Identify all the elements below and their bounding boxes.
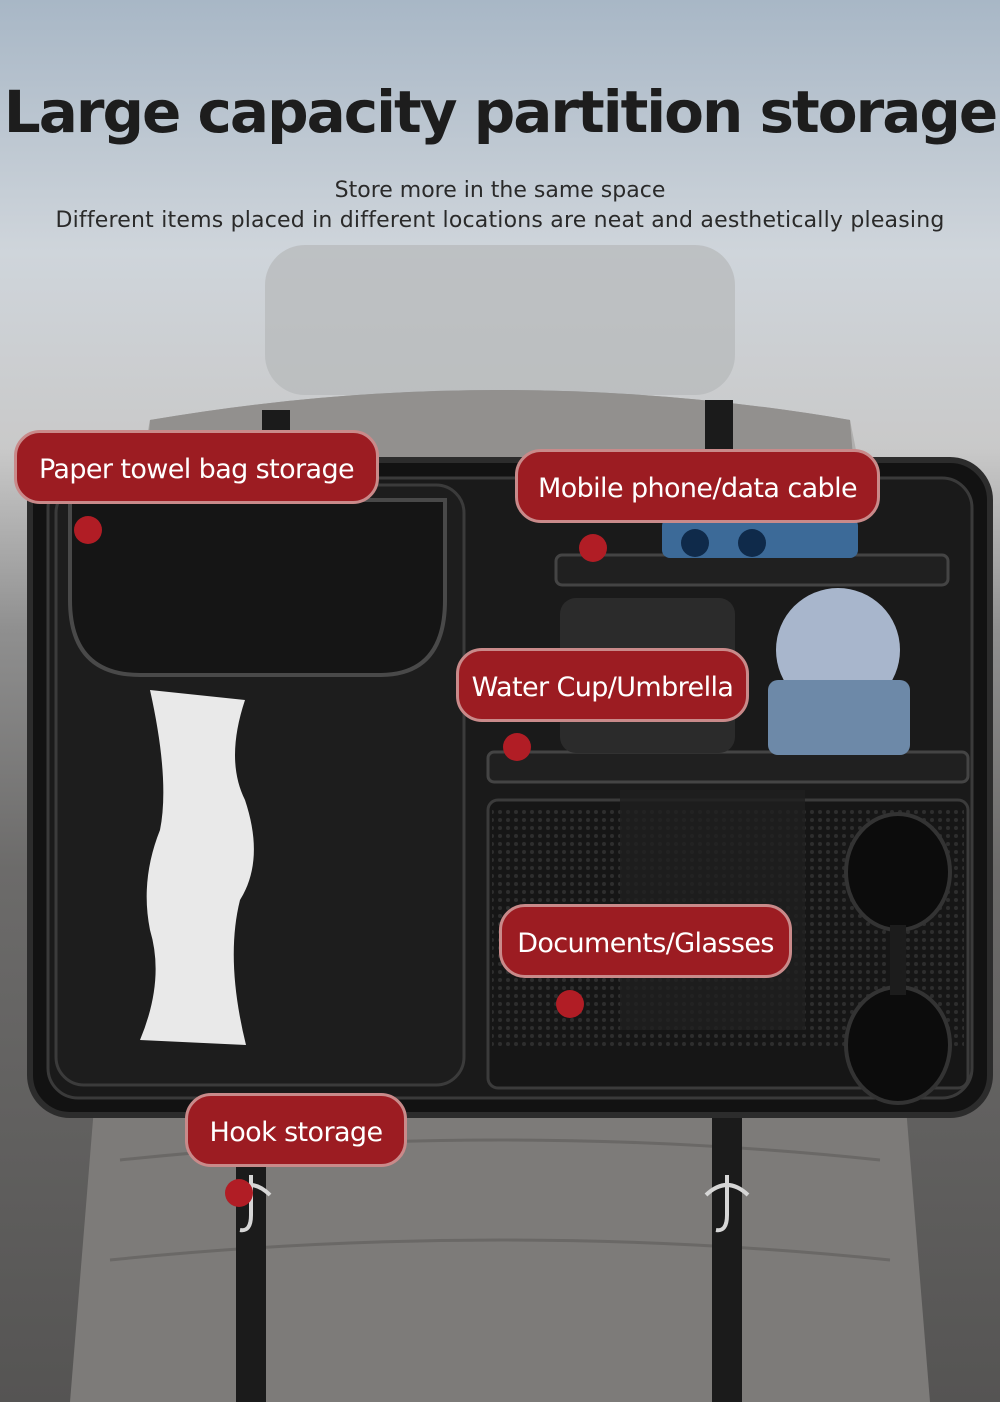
callout-dot-hook: [225, 1179, 253, 1207]
tissue-paper: [140, 690, 254, 1045]
strap-right-bottom: [712, 1100, 742, 1402]
umbrella-body: [768, 680, 910, 755]
callout-mobile-phone: Mobile phone/data cable: [515, 449, 880, 523]
callout-dot-water-cup: [503, 733, 531, 761]
callout-dot-paper-towel: [74, 516, 102, 544]
callout-paper-towel: Paper towel bag storage: [14, 430, 379, 504]
page-subtitle: Store more in the same space: [334, 178, 666, 203]
page-title: Large capacity partition storage: [3, 78, 998, 146]
callout-hook: Hook storage: [185, 1093, 407, 1167]
sunglasses: [844, 812, 952, 1105]
hook-right: [704, 1175, 750, 1233]
page-description: Different items placed in different loca…: [55, 208, 945, 233]
tissue-flap: [68, 498, 447, 677]
callout-water-cup: Water Cup/Umbrella: [456, 648, 749, 722]
phone-pocket: [554, 553, 950, 587]
callout-dot-mobile-phone: [579, 534, 607, 562]
callout-dot-documents: [556, 990, 584, 1018]
headrest: [265, 245, 735, 395]
callout-documents: Documents/Glasses: [499, 904, 792, 978]
cup-pocket: [486, 750, 970, 784]
